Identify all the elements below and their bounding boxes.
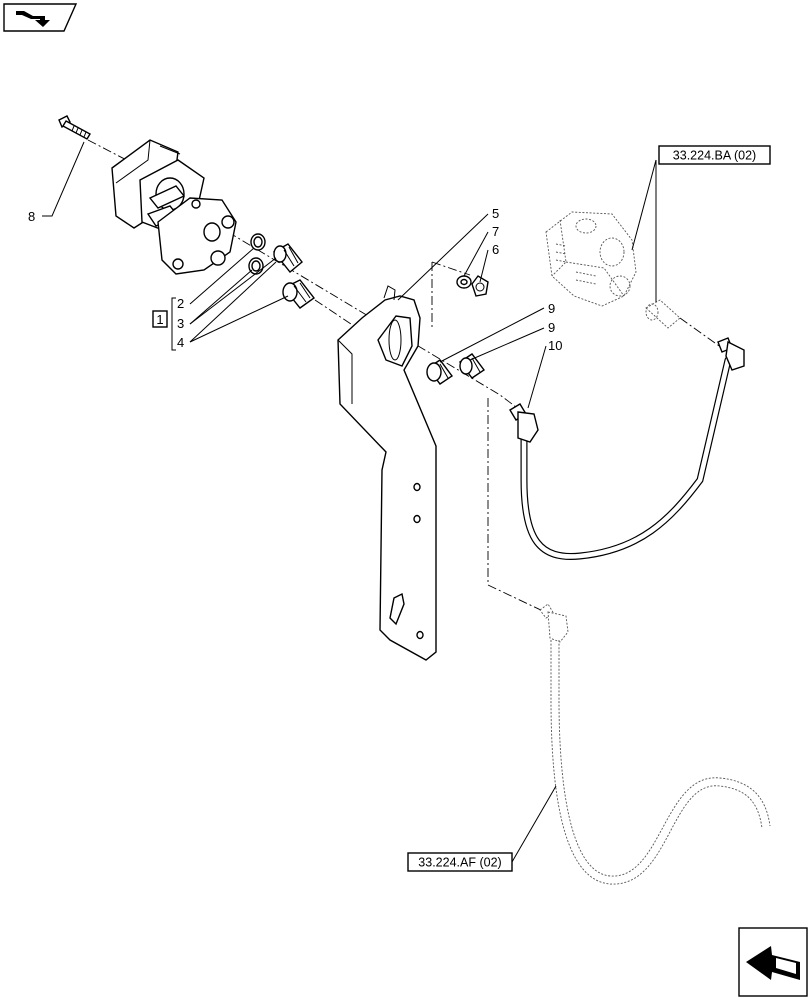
callout-3[interactable]: 3 (177, 316, 184, 331)
part-10-hose (509, 337, 745, 560)
kit-number: 1 (156, 312, 163, 327)
part-4-adapter-upper (272, 243, 303, 273)
reference-hose-phantom (539, 603, 771, 885)
reference-box-pump[interactable]: 33.224.BA (02) (658, 145, 771, 165)
callout-10[interactable]: 10 (548, 338, 562, 353)
callout-6[interactable]: 6 (492, 242, 499, 257)
part-4-adapter-lower (282, 279, 316, 309)
callout-5[interactable]: 5 (492, 206, 499, 221)
part-2-seal (250, 233, 266, 251)
callout-4[interactable]: 4 (177, 335, 184, 350)
part-8-bolt (58, 115, 91, 140)
callout-2[interactable]: 2 (177, 296, 184, 311)
reference-pump-phantom (545, 211, 681, 329)
kit-bracket (152, 297, 176, 351)
callout-9-lower[interactable]: 9 (548, 320, 555, 335)
part-9-fitting-left (426, 359, 454, 385)
book-arrow-icon[interactable] (3, 3, 78, 32)
callout-8[interactable]: 8 (28, 209, 35, 224)
valve-block (111, 139, 237, 275)
reference-hose-label: 33.224.AF (02) (418, 856, 501, 870)
previous-page-arrow-icon[interactable] (738, 927, 808, 997)
leader-lines (42, 141, 657, 863)
part-5-bracket (337, 285, 437, 661)
reference-pump-label: 33.224.BA (02) (673, 149, 756, 163)
reference-box-hose[interactable]: 33.224.AF (02) (407, 852, 513, 872)
part-7-washer (456, 275, 472, 289)
part-6-nut (471, 275, 489, 297)
part-3-seal (248, 257, 264, 275)
callout-7[interactable]: 7 (492, 224, 499, 239)
part-9-fitting-right (458, 353, 486, 379)
callout-9-upper[interactable]: 9 (548, 301, 555, 316)
